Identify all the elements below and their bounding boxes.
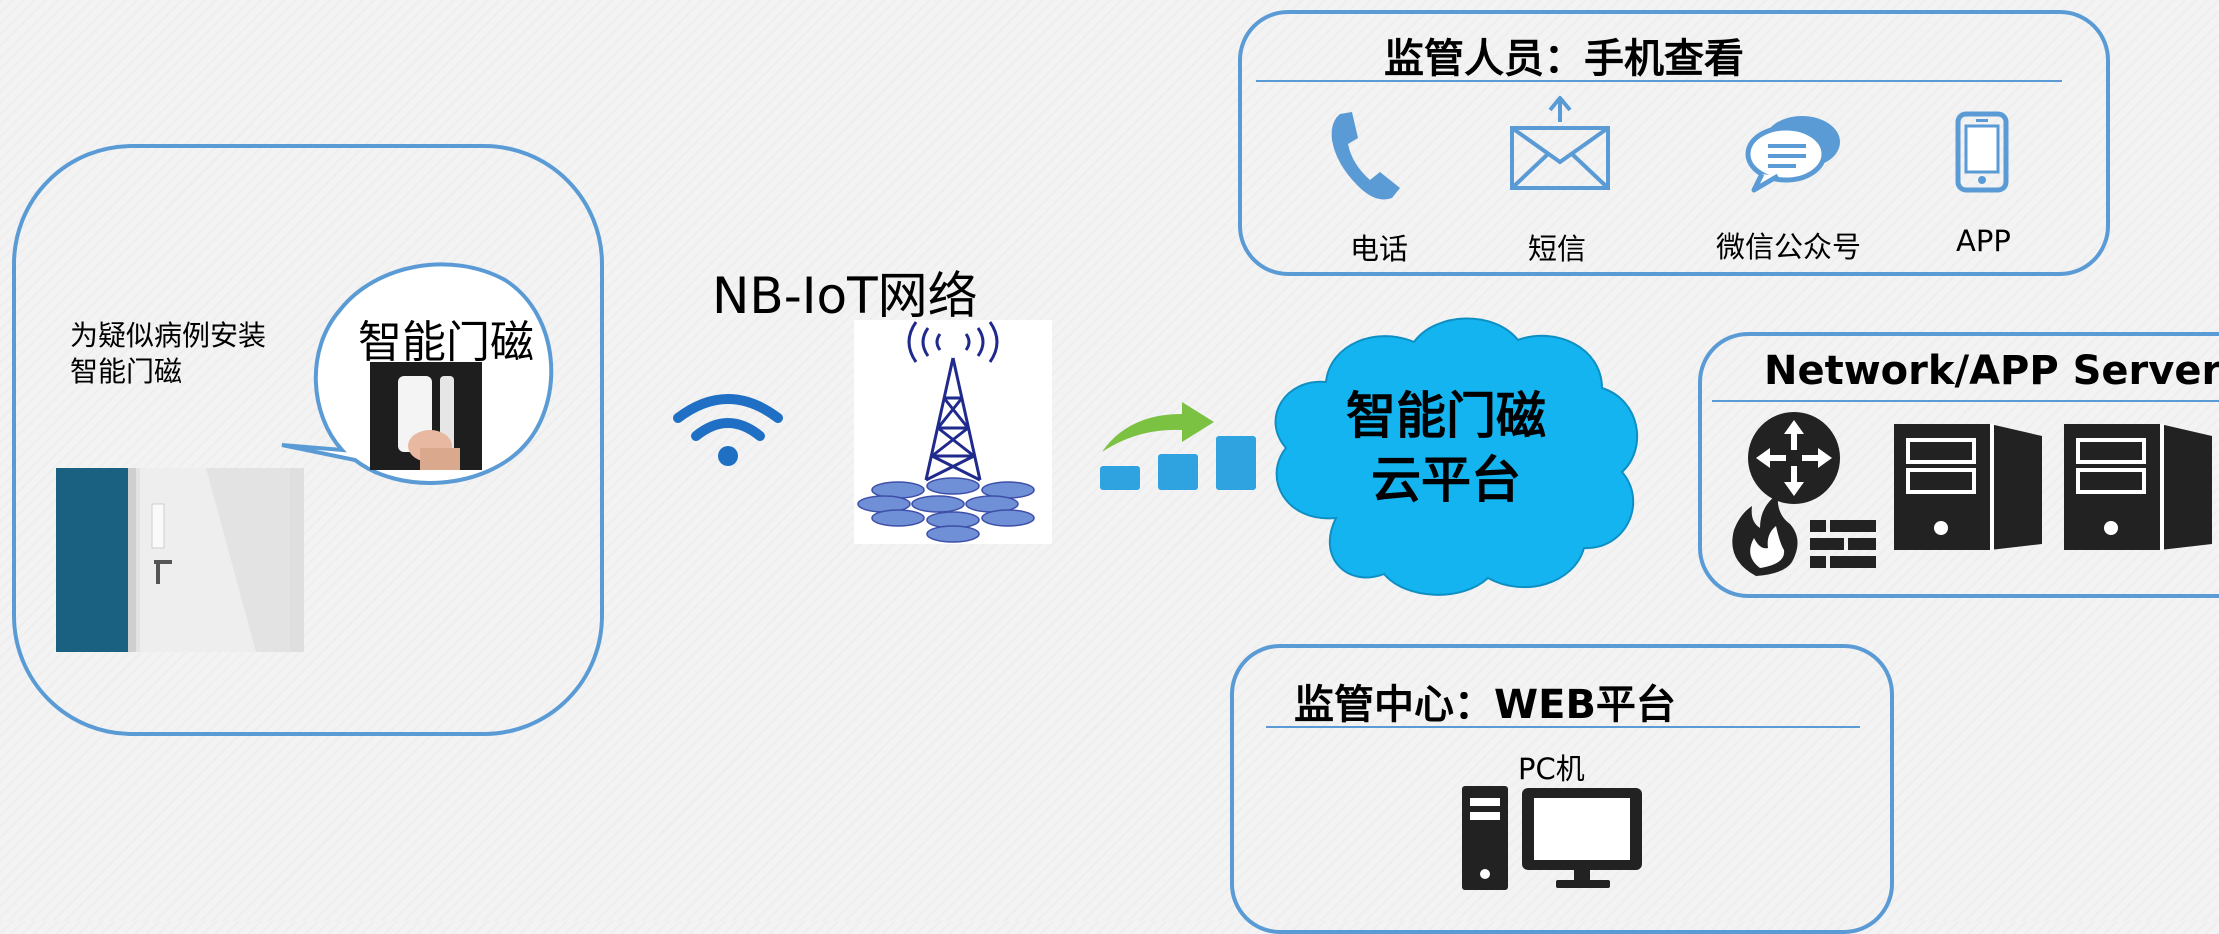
pc-label: PC机 <box>1518 752 1585 786</box>
server-icon <box>1894 424 2042 550</box>
staff-item-label: 短信 <box>1528 232 1587 266</box>
device-panel <box>12 144 604 736</box>
staff-item-label: 电话 <box>1350 232 1409 266</box>
server-panel <box>1698 332 2219 598</box>
center-panel-divider <box>1266 726 1860 728</box>
staff-item-label: APP <box>1956 224 2011 258</box>
cell-tower-icon <box>854 320 1052 544</box>
staff-panel-divider <box>1256 80 2062 82</box>
staff-panel <box>1238 10 2110 276</box>
bubble-label: 智能门磁 <box>358 317 534 368</box>
chat-icon <box>1745 116 1840 193</box>
network-label: NB-IoT网络 <box>712 267 978 325</box>
door-photo <box>56 468 304 652</box>
upload-arrow-icon <box>1102 402 1214 452</box>
server-panel-divider <box>1712 400 2219 402</box>
desktop-pc-icon <box>1462 786 1642 890</box>
cloud-title: 智能门磁 云平台 <box>1346 387 1546 509</box>
phone-icon <box>1331 112 1400 200</box>
router-firewall-icon <box>1732 412 1876 576</box>
staff-panel-heading: 监管人员：手机查看 <box>1384 36 1744 82</box>
server-icon <box>2064 424 2212 550</box>
signal-bars-icon <box>1100 436 1256 490</box>
wifi-icon <box>673 394 783 466</box>
envelope-icon <box>1510 96 1610 190</box>
center-panel-heading: 监管中心：WEB平台 <box>1294 682 1676 728</box>
smartphone-icon <box>1955 111 2009 193</box>
staff-item-label: 微信公众号 <box>1716 230 1862 264</box>
server-panel-heading: Network/APP Server <box>1764 348 2219 394</box>
door-sensor-photo <box>370 362 482 470</box>
cloud-shape <box>1274 317 1639 596</box>
device-description: 为疑似病例安装 智能门磁 <box>70 319 267 388</box>
